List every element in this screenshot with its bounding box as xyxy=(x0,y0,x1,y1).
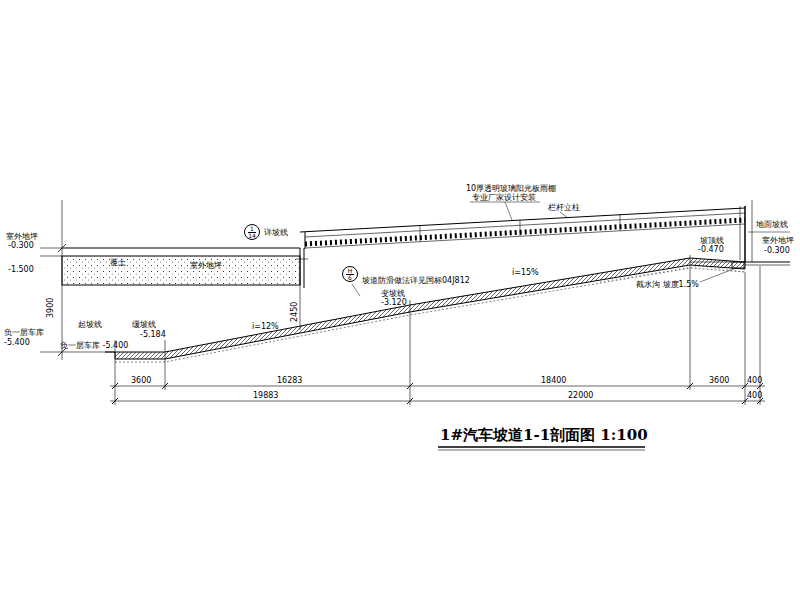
annotation-text: 坡顶线 xyxy=(700,236,724,245)
dimension-text: 3600 xyxy=(709,376,729,385)
annotation-text: 截水沟 坡度1.5% xyxy=(636,280,699,289)
annotation-text: -5.184 xyxy=(140,330,166,339)
annotation-text: 专业厂家设计安装 xyxy=(472,193,536,202)
dimension-text: 2450 xyxy=(290,302,299,322)
dimension-text: 18400 xyxy=(541,376,566,385)
callout-circle: 114 xyxy=(244,224,260,240)
annotation-text: 坡道防滑做法详见国标04J812 xyxy=(362,276,470,285)
annotation-text: 起坡线 xyxy=(78,320,102,329)
annotation-text: 室外地坪 xyxy=(190,261,222,270)
annotation-text: 负一层车库 xyxy=(4,328,44,337)
annotation-text: -0.300 xyxy=(8,241,34,250)
dimension-text: 22000 xyxy=(568,391,593,400)
annotation-text: -3.120 xyxy=(381,298,407,307)
dimension-text: 400 xyxy=(747,391,762,400)
annotation-text: -5.400 xyxy=(4,338,30,347)
annotation-text: 地面坡线 xyxy=(756,220,788,229)
callout-text: 14 xyxy=(248,233,256,239)
annotation-text: 负一层车库 -5.400 xyxy=(60,341,128,350)
drawing-title: 1#汽车坡道1-1剖面图 1:100 xyxy=(440,426,648,445)
annotation-text: 10厚透明玻璃阳光板雨棚 xyxy=(466,184,556,193)
annotation-text: i=15% xyxy=(512,268,539,277)
callout-circle: H6 xyxy=(342,266,358,282)
annotation-text: i=12% xyxy=(252,322,279,331)
dimension-text: 3600 xyxy=(131,376,151,385)
annotation-text: 缓坡线 xyxy=(132,320,156,329)
callout-text: H xyxy=(346,268,355,275)
callout-text: 6 xyxy=(348,275,352,281)
annotation-text: -0.470 xyxy=(698,245,724,254)
annotation-text: 覆土 xyxy=(110,258,126,267)
annotation-text: 详坡线 xyxy=(264,228,288,237)
annotation-text: 变坡线 xyxy=(381,289,405,298)
annotation-text: -0.300 xyxy=(764,246,790,255)
dimension-text: 400 xyxy=(747,376,762,385)
annotation-text: 室外地坪 xyxy=(762,236,794,245)
annotation-text: -1.500 xyxy=(8,265,34,274)
annotation-text: 栏杆立柱 xyxy=(548,203,580,212)
dimension-text: 16283 xyxy=(277,376,302,385)
dimension-text: 19883 xyxy=(253,391,278,400)
dimension-text: 3900 xyxy=(46,298,55,318)
callout-text: 1 xyxy=(248,226,256,233)
annotation-text: 室外地坪 xyxy=(6,232,38,241)
